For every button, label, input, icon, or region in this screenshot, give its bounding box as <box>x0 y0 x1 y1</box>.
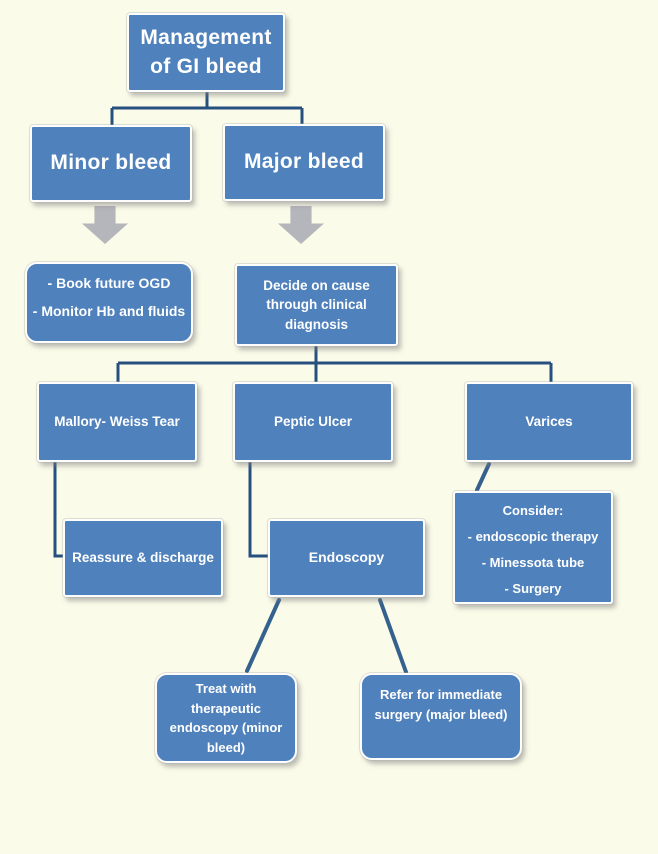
connector-endoscopy-to-refer <box>378 598 408 674</box>
connector-title-to-minor-major <box>110 90 304 126</box>
down-arrow-major-icon <box>278 206 324 244</box>
node-title-label: Management of GI bleed <box>140 26 272 78</box>
node-reassure-discharge-label: Reassure & discharge <box>72 549 214 565</box>
node-peptic-ulcer-label: Peptic Ulcer <box>273 413 353 429</box>
node-minor-bleed-label: Minor bleed <box>50 151 172 175</box>
connector-decide-to-causes <box>116 345 553 383</box>
node-decide-cause: Decide on cause through clinical diagnos… <box>235 264 398 346</box>
connector-peptic-to-endoscopy <box>248 460 269 558</box>
connector-varices-to-consider <box>475 462 491 492</box>
node-endoscopy: Endoscopy <box>268 519 425 597</box>
node-reassure-discharge: Reassure & discharge <box>63 519 223 597</box>
down-arrow-minor-icon <box>82 206 128 244</box>
node-decide-cause-label: Decide on cause through clinical diagnos… <box>263 277 370 332</box>
node-refer-label: Refer for immediate surgery (major bleed… <box>374 687 508 722</box>
node-consider-line1: Consider: <box>502 503 564 518</box>
node-treat-label: Treat with therapeutic endoscopy (minor … <box>169 681 283 755</box>
connector-endoscopy-to-treat <box>245 598 281 673</box>
node-major-bleed-label: Major bleed <box>244 150 364 174</box>
node-title: Management of GI bleed <box>127 13 285 92</box>
node-consider-line2: - endoscopic therapy <box>467 529 599 544</box>
node-book-ogd: - Book future OGD - Monitor Hb and fluid… <box>25 262 193 343</box>
node-minor-bleed: Minor bleed <box>30 125 192 202</box>
node-varices: Varices <box>465 382 633 462</box>
node-book-ogd-line1: - Book future OGD <box>47 275 171 291</box>
node-mallory-weiss-tear: Mallory- Weiss Tear <box>37 382 197 462</box>
node-consider-line4: - Surgery <box>504 581 562 596</box>
node-refer-immediate-surgery: Refer for immediate surgery (major bleed… <box>360 673 522 760</box>
node-peptic-ulcer: Peptic Ulcer <box>233 382 393 462</box>
node-consider-line3: - Minessota tube <box>481 555 585 570</box>
node-treat-therapeutic-endoscopy: Treat with therapeutic endoscopy (minor … <box>155 673 297 763</box>
node-mallory-weiss-tear-label: Mallory- Weiss Tear <box>54 413 180 429</box>
node-major-bleed: Major bleed <box>223 124 385 201</box>
node-varices-label: Varices <box>525 413 573 429</box>
node-book-ogd-line2: - Monitor Hb and fluids <box>32 302 186 319</box>
node-consider-options: Consider: - endoscopic therapy - Minesso… <box>453 491 613 604</box>
node-endoscopy-label: Endoscopy <box>308 549 385 566</box>
